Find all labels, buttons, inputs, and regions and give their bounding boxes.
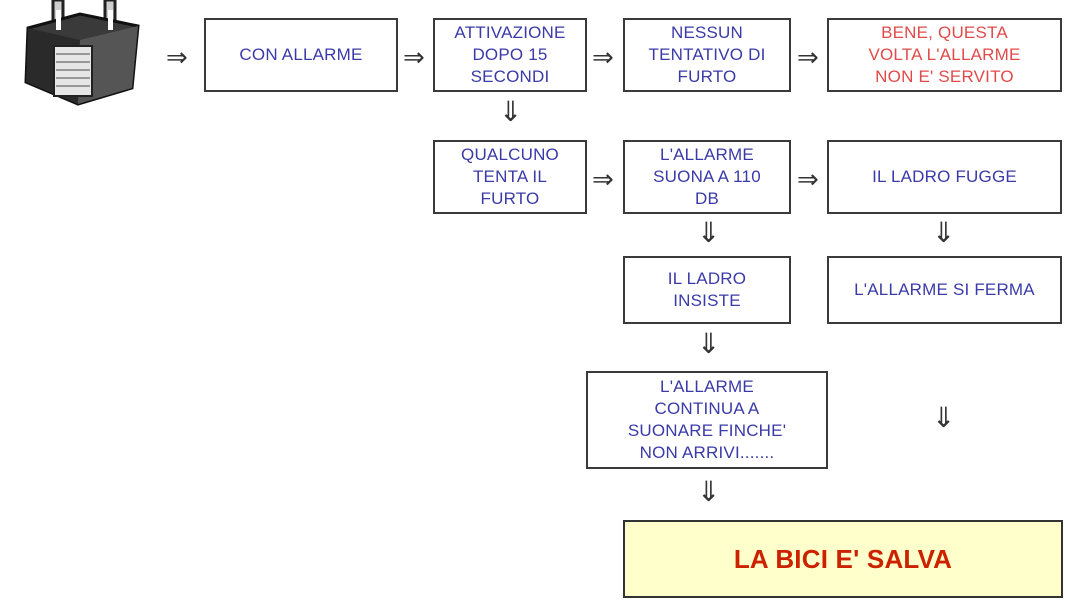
arrow-right-5: ⇒ — [592, 165, 614, 195]
arrow-right-2: ⇒ — [403, 43, 425, 73]
arrow-down-6: ⇓ — [697, 475, 721, 508]
arrow-down-3: ⇓ — [932, 216, 956, 249]
box-nessun-tentativo: NESSUN TENTATIVO DI FURTO — [623, 18, 791, 92]
box-fugge: IL LADRO FUGGE — [827, 140, 1062, 214]
box-si-ferma: L'ALLARME SI FERMA — [827, 256, 1062, 324]
arrow-right-1: ⇒ — [166, 43, 188, 73]
box-con-allarme: CON ALLARME — [204, 18, 398, 92]
padlock-icon — [24, 0, 140, 106]
box-insiste: IL LADRO INSISTE — [623, 256, 791, 324]
arrow-right-6: ⇒ — [797, 165, 819, 195]
box-qualcuno: QUALCUNO TENTA IL FURTO — [433, 140, 587, 214]
box-attivazione: ATTIVAZIONE DOPO 15 SECONDI — [433, 18, 587, 92]
box-suona: L'ALLARME SUONA A 110 DB — [623, 140, 791, 214]
box-continua: L'ALLARME CONTINUA A SUONARE FINCHE' NON… — [586, 371, 828, 469]
arrow-right-3: ⇒ — [592, 43, 614, 73]
arrow-down-1: ⇓ — [499, 95, 523, 128]
box-bene: BENE, QUESTA VOLTA L'ALLARME NON E' SERV… — [827, 18, 1062, 92]
box-bici-salva: LA BICI E' SALVA — [623, 520, 1063, 598]
arrow-down-2: ⇓ — [697, 216, 721, 249]
arrow-down-5: ⇓ — [932, 401, 956, 434]
arrow-right-4: ⇒ — [797, 43, 819, 73]
arrow-down-4: ⇓ — [697, 327, 721, 360]
